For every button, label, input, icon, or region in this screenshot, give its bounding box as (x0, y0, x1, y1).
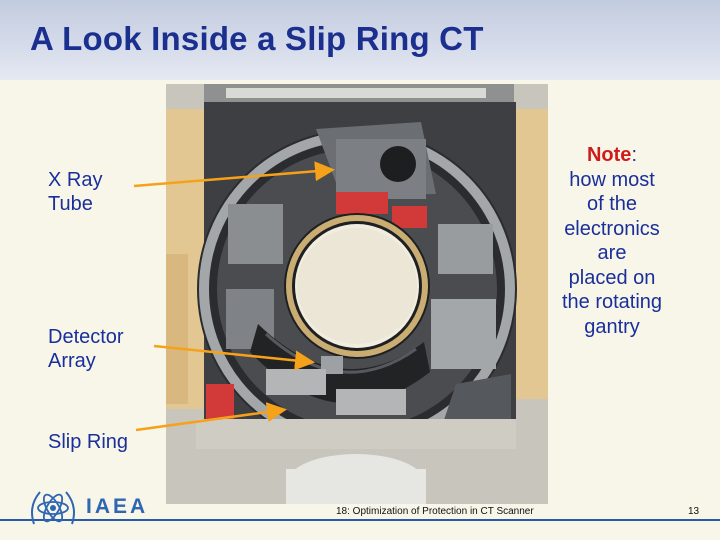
footer-divider (0, 519, 720, 521)
title-band (0, 0, 720, 80)
logo-text: IAEA (86, 495, 149, 518)
note-heading: Note: (586, 144, 637, 166)
slide-title: A Look Inside a Slip Ring CT (30, 20, 484, 57)
iaea-logo (31, 491, 75, 525)
ct-gantry-photo (166, 84, 548, 504)
slip-ring-label: Slip Ring (48, 431, 129, 453)
xray-tube-label: X Ray Tube (48, 169, 103, 215)
page-number: 13 (688, 506, 700, 517)
atom-icon (31, 491, 75, 525)
note-text: Note: how most of the electronics are pl… (552, 143, 672, 339)
footer-caption: 18: Optimization of Protection in CT Sca… (336, 506, 534, 517)
detector-array-label: Detector Array (48, 326, 124, 372)
